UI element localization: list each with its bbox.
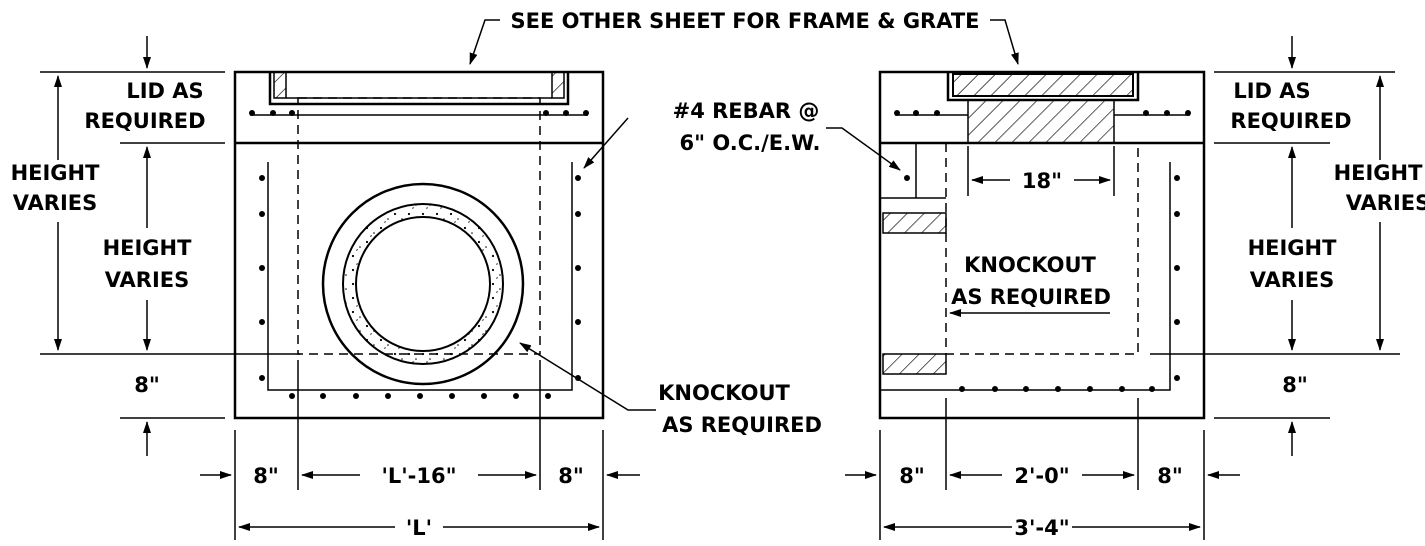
left-inner-height-label-2: VARIES <box>105 268 190 292</box>
left-outer-height-label-1: HEIGHT <box>11 161 101 185</box>
right-inner-width-label: 2'-0" <box>1014 464 1069 488</box>
left-floor-label: 8" <box>134 373 160 397</box>
right-wall-label-b: 8" <box>1157 464 1183 488</box>
right-structure-outline <box>878 70 1206 420</box>
left-pipe-bore <box>355 216 491 352</box>
frame-grate-leader-right <box>990 19 1019 65</box>
right-wall-rebar <box>946 162 1171 391</box>
frame-grate-label: SEE OTHER SHEET FOR FRAME & GRATE <box>510 9 979 33</box>
rebar-label-1: #4 REBAR @ <box>673 99 820 123</box>
right-knockout-label-2: AS REQUIRED <box>951 285 1111 309</box>
rebar-label-2: 6" O.C./E.W. <box>679 131 820 155</box>
left-wall-label-a: 8" <box>253 464 279 488</box>
right-knockout-hatch-top <box>882 212 947 234</box>
rebar-leader-right <box>826 127 901 171</box>
left-lid-rebar-dots <box>249 110 589 116</box>
left-frame-recess <box>268 72 570 106</box>
right-view: LID AS REQUIRED HEIGHT VARIES HEIGHT VAR… <box>845 36 1425 540</box>
left-structure-outline <box>233 70 605 420</box>
left-frame-hatch-b <box>551 71 565 99</box>
right-grate <box>952 73 1134 97</box>
right-outer-height-label-2: VARIES <box>1346 191 1425 215</box>
right-lid-opening <box>967 99 1115 144</box>
left-lid-label-1: LID AS <box>126 79 203 103</box>
top-callouts: SEE OTHER SHEET FOR FRAME & GRATE #4 REB… <box>469 9 1019 171</box>
left-frame-hatch-a <box>273 71 287 99</box>
right-overall-width-label: 3'-4" <box>1014 516 1069 540</box>
left-knockout-outer <box>321 182 525 386</box>
right-outer-height-label-1: HEIGHT <box>1334 161 1424 185</box>
right-opening-width-label: 18" <box>1022 169 1062 193</box>
right-lid-label-2: REQUIRED <box>1230 109 1351 133</box>
frame-grate-leader-left <box>469 19 500 65</box>
right-inner-height-label-1: HEIGHT <box>1248 236 1338 260</box>
right-lid-label-1: LID AS <box>1233 79 1310 103</box>
right-inner-height-label-2: VARIES <box>1250 268 1335 292</box>
left-inner-width-label: 'L'-16" <box>381 464 456 488</box>
right-wall-rebar-dots <box>904 175 1180 392</box>
right-inner-wall-hidden <box>945 143 1139 355</box>
left-outer-height-label-2: VARIES <box>13 191 98 215</box>
rebar-leader-left <box>583 117 629 169</box>
right-knockout-label-1: KNOCKOUT <box>964 253 1096 277</box>
left-inner-height-label-1: HEIGHT <box>103 236 193 260</box>
left-wall-label-b: 8" <box>558 464 584 488</box>
right-wall-label-a: 8" <box>899 464 925 488</box>
left-wall-rebar <box>267 162 573 391</box>
left-wall-rebar-dots <box>259 175 581 399</box>
left-overall-width-label: 'L' <box>406 516 432 540</box>
left-knockout-label-2: AS REQUIRED <box>662 413 822 437</box>
right-floor-label: 8" <box>1282 373 1308 397</box>
left-lid-label-2: REQUIRED <box>84 109 205 133</box>
left-knockout-label-1: KNOCKOUT <box>658 381 790 405</box>
right-lid-rebar-dots <box>894 110 1191 116</box>
right-knockout-hatch-bottom <box>882 353 947 375</box>
left-view: LID AS REQUIRED HEIGHT VARIES HEIGHT VAR… <box>11 36 822 540</box>
left-knockout-leader <box>519 342 656 411</box>
